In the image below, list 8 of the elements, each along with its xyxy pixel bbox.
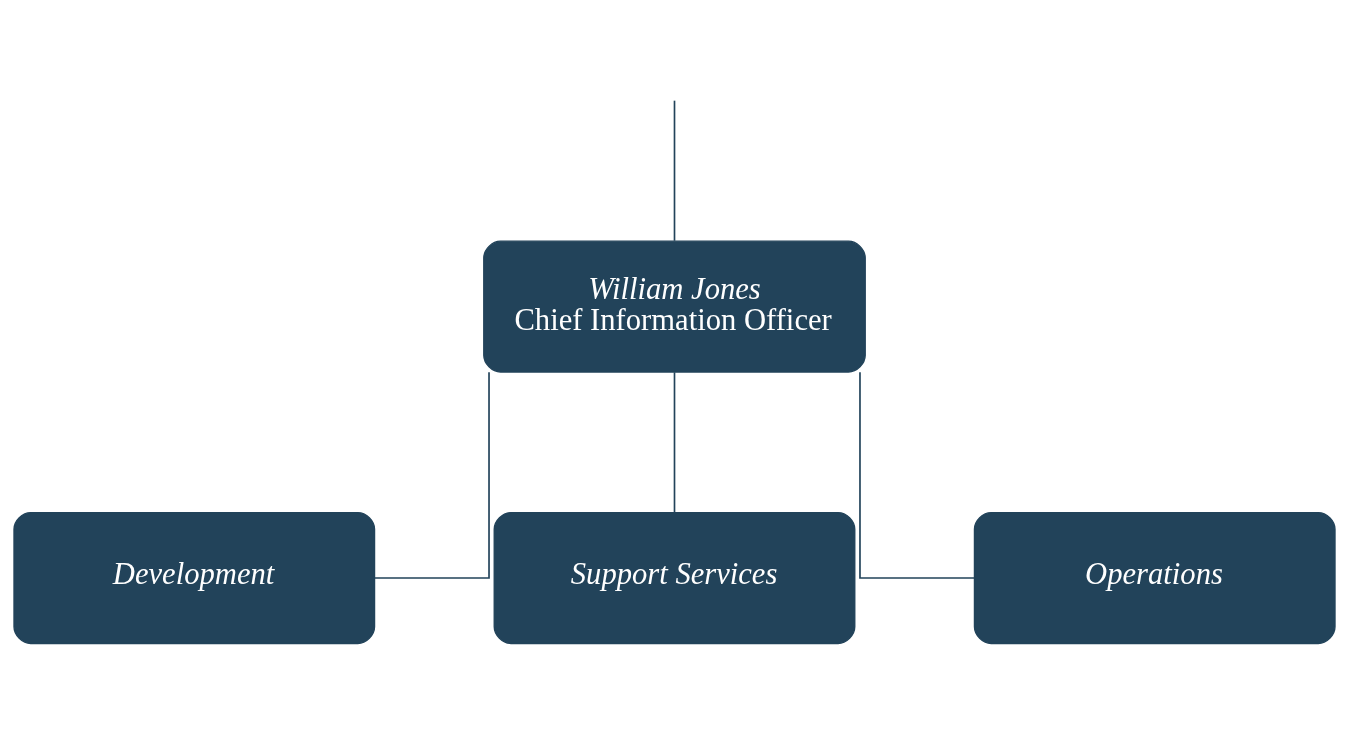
connector: [673, 371, 676, 514]
connector: [859, 371, 976, 579]
connector: [373, 371, 490, 579]
connector: [673, 99, 676, 242]
node-box: Operations: [973, 511, 1336, 645]
node-box: Support Services: [493, 511, 856, 645]
node-box: William Jones Chief Information Officer: [483, 240, 866, 373]
node-box: Development: [13, 511, 376, 645]
